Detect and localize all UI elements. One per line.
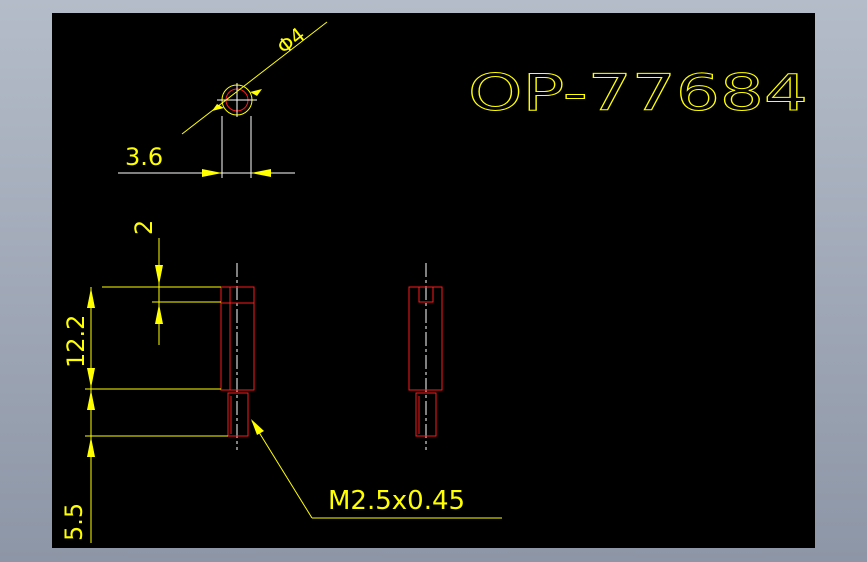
left-body [220, 286, 255, 391]
body-length-label: 12.2 [62, 315, 90, 368]
cad-viewport[interactable]: OP-77684 Φ4 3.6 [52, 13, 815, 548]
left-thread [227, 392, 249, 437]
body-arrow-bottom [87, 368, 95, 388]
bore-label: 3.6 [125, 143, 163, 171]
body-length-dim: 12.2 [62, 287, 221, 390]
thread-arrow-bottom [87, 437, 95, 457]
body-arrow-top [87, 288, 95, 308]
top-view: Φ4 3.6 [118, 21, 328, 178]
thread-length-label: 5.5 [60, 503, 88, 541]
thread-length-dim: 5.5 [60, 389, 228, 543]
diameter-arrow-lower [212, 104, 224, 111]
diameter-leader [181, 21, 328, 135]
slot-arrow-top [155, 265, 163, 285]
part-number: OP-77684 [468, 64, 808, 122]
slot-arrow-bottom [155, 304, 163, 324]
thread-callout: M2.5x0.45 [251, 419, 502, 519]
bore-arrow-right [251, 169, 271, 177]
right-thread [415, 392, 437, 437]
slot-depth-label: 2 [130, 220, 158, 235]
diameter-label: Φ4 [272, 23, 309, 59]
right-slot [418, 286, 434, 303]
bore-arrow-left [202, 169, 222, 177]
front-view-right [408, 263, 443, 450]
callout-leader [251, 420, 313, 519]
callout-arrow [251, 419, 264, 435]
slot-depth-dim: 2 [102, 220, 221, 345]
diameter-arrow-upper [250, 89, 262, 96]
front-view-left [220, 263, 255, 450]
cad-drawing: OP-77684 Φ4 3.6 [60, 21, 809, 543]
thread-arrow-top [87, 390, 95, 410]
thread-callout-label: M2.5x0.45 [328, 486, 465, 516]
